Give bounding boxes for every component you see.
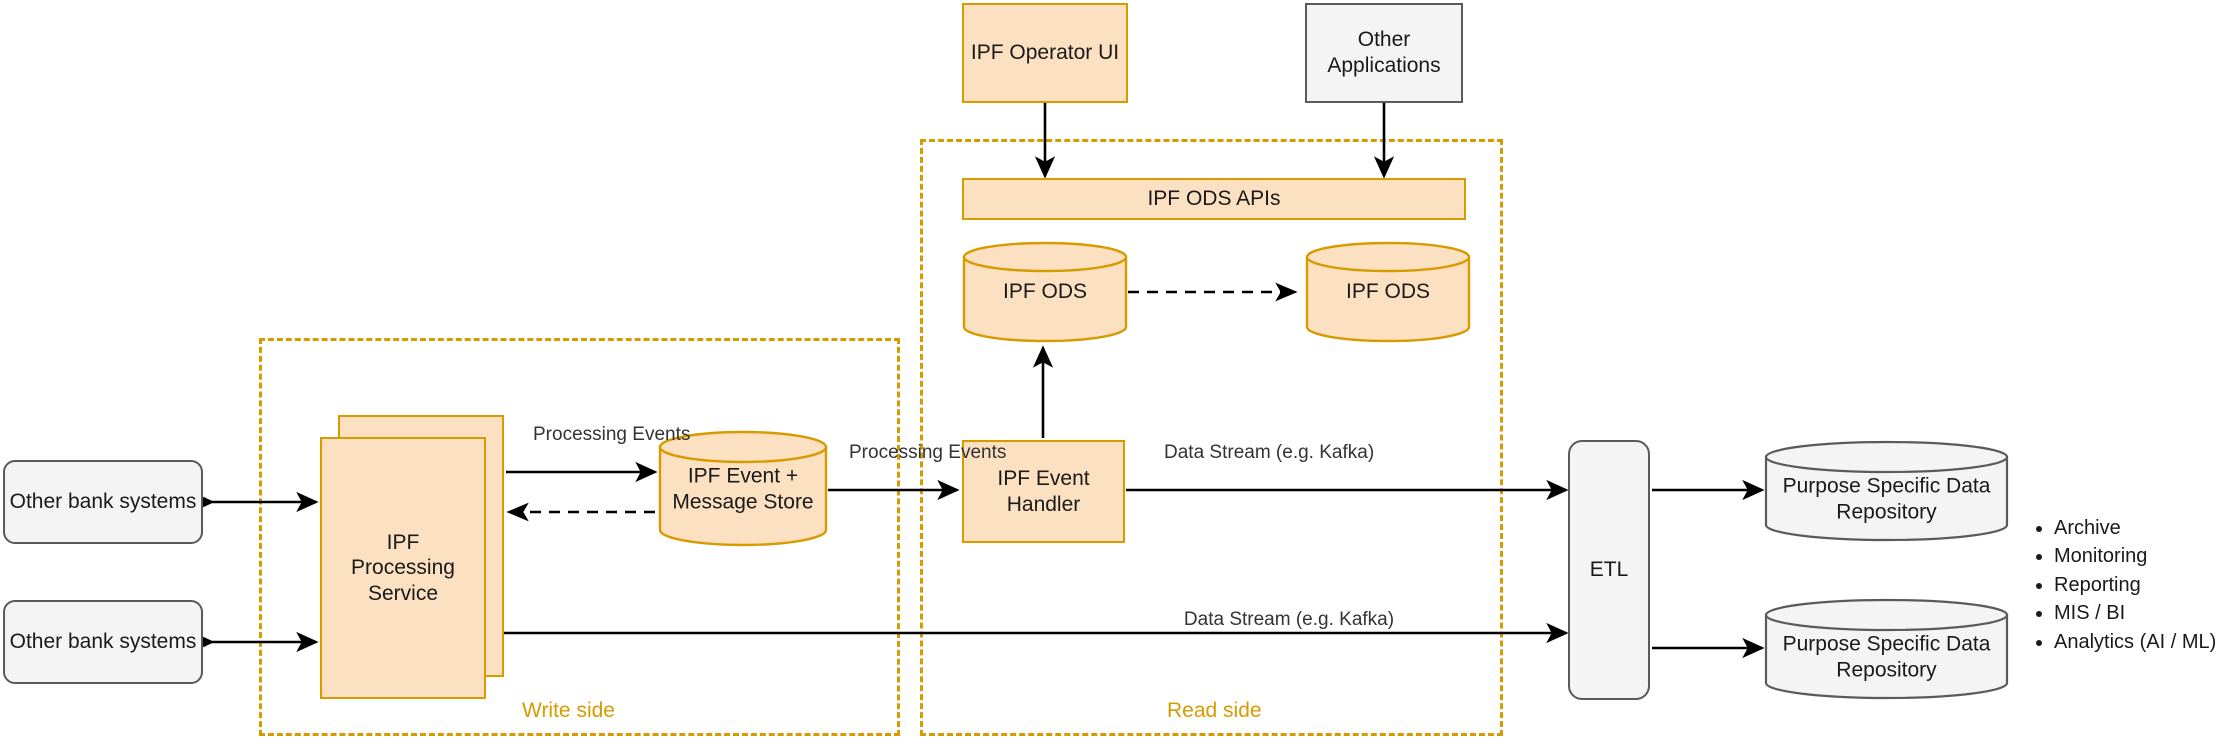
purpose-repo-top-cylinder[interactable]: Purpose Specific Data Repository <box>1764 440 2009 542</box>
data-stream-upper-label: Data Stream (e.g. Kafka) <box>1164 442 1375 463</box>
ipf-ods-primary-label: IPF ODS <box>1002 280 1087 304</box>
etl-label: ETL <box>1589 558 1629 582</box>
other-applications-box[interactable]: Other Applications <box>1305 3 1463 103</box>
ipf-processing-service-label: IPF Processing Service <box>351 530 455 605</box>
use-case-item: Archive <box>2054 514 2226 542</box>
ipf-processing-service-box[interactable]: IPF Processing Service <box>320 437 486 699</box>
ipf-ods-apis-label: IPF ODS APIs <box>1147 187 1281 211</box>
other-bank-systems-top-box[interactable]: Other bank systems <box>3 460 203 544</box>
ipf-event-message-store-cylinder[interactable]: IPF Event + Message Store <box>658 430 828 548</box>
use-case-item: Monitoring <box>2054 542 2226 570</box>
write-side-zone <box>259 338 900 736</box>
processing-events-left-label: Processing Events <box>533 424 691 445</box>
processing-events-right-label: Processing Events <box>849 442 1007 463</box>
ipf-event-handler-label: IPF Event Handler <box>997 466 1090 516</box>
use-case-item: MIS / BI <box>2054 599 2226 627</box>
purpose-repo-bottom-label: Purpose Specific Data Repository <box>1782 632 1991 682</box>
ipf-operator-ui-box[interactable]: IPF Operator UI <box>962 3 1128 103</box>
purpose-repo-bottom-cylinder[interactable]: Purpose Specific Data Repository <box>1764 598 2009 700</box>
other-bank-systems-bottom-label: Other bank systems <box>9 630 197 654</box>
other-bank-systems-bottom-box[interactable]: Other bank systems <box>3 600 203 684</box>
etl-box[interactable]: ETL <box>1568 440 1650 700</box>
other-bank-systems-top-label: Other bank systems <box>9 490 197 514</box>
use-case-item: Reporting <box>2054 571 2226 599</box>
ipf-ods-replica-label: IPF ODS <box>1345 280 1430 304</box>
purpose-repo-top-label: Purpose Specific Data Repository <box>1782 474 1991 524</box>
other-applications-label: Other Applications <box>1327 28 1441 77</box>
use-case-list: ArchiveMonitoringReportingMIS / BIAnalyt… <box>2032 514 2226 656</box>
ipf-event-message-store-label: IPF Event + Message Store <box>672 464 814 513</box>
read-side-zone <box>920 139 1503 736</box>
ipf-ods-primary-cylinder[interactable]: IPF ODS <box>962 241 1128 343</box>
write-side-label: Write side <box>522 699 615 722</box>
ipf-operator-ui-label: IPF Operator UI <box>970 41 1120 65</box>
ipf-event-handler-box[interactable]: IPF Event Handler <box>962 440 1125 543</box>
use-case-item: Analytics (AI / ML) <box>2054 628 2226 656</box>
ipf-ods-apis-bar[interactable]: IPF ODS APIs <box>962 178 1466 220</box>
ipf-ods-replica-cylinder[interactable]: IPF ODS <box>1305 241 1471 343</box>
data-stream-lower-label: Data Stream (e.g. Kafka) <box>1183 609 1395 630</box>
read-side-label: Read side <box>1167 699 1262 722</box>
